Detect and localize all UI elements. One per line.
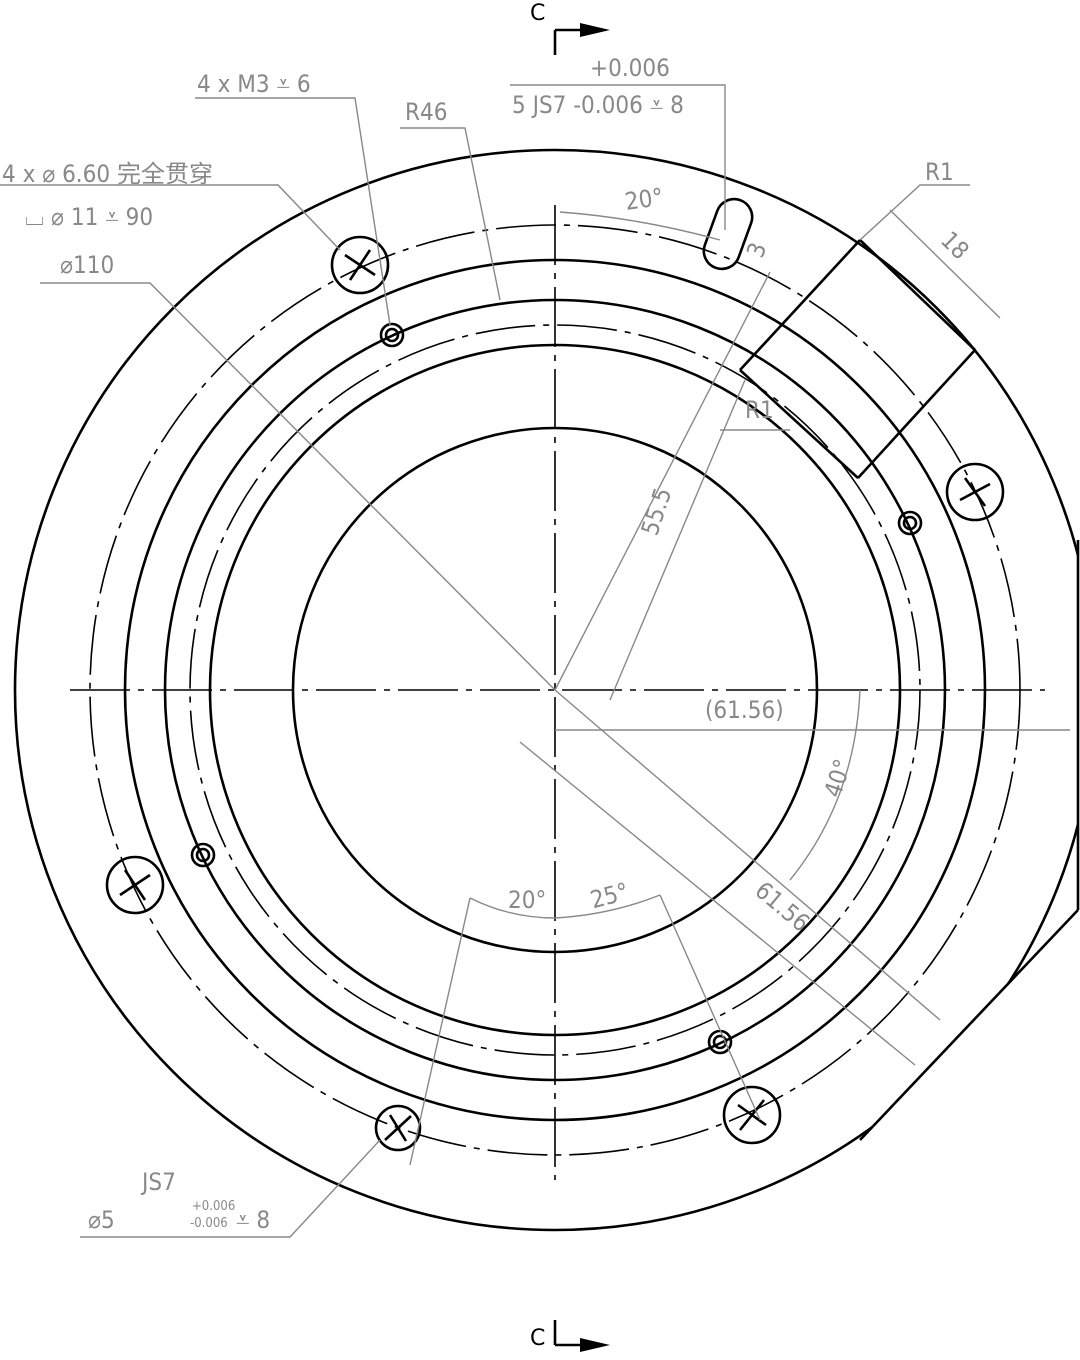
r46-label: R46 xyxy=(405,98,447,126)
through-holes xyxy=(105,235,1005,1152)
pin-tolerance-lower: -0.006 xyxy=(190,1216,228,1231)
section-label-top: C xyxy=(530,1,545,26)
section-mark-bottom: C xyxy=(530,1320,610,1352)
dim-3-label: 3 xyxy=(741,239,772,261)
pin-fit-label: JS7 xyxy=(140,1168,176,1196)
hole xyxy=(945,462,1005,522)
through-hole-callout: 4 x ⌀ 6.60 完全贯穿 xyxy=(2,160,213,188)
counterbore-callout: ⌴ ⌀ 11 ⩡ 90 xyxy=(25,203,153,231)
notch xyxy=(739,239,976,479)
outer-profile xyxy=(13,148,1080,1232)
hole xyxy=(330,235,390,295)
angle-20-bottom-label: 20° xyxy=(508,886,546,914)
dim-61-56-horizontal-label: (61.56) xyxy=(705,696,784,724)
section-label-bottom: C xyxy=(530,1326,545,1351)
m3-thread-callout: 4 x M3 ⩡ 6 xyxy=(197,70,311,98)
r1-inner-label: R1 xyxy=(745,396,774,424)
pin-diameter-label: ⌀5 xyxy=(88,1206,115,1234)
hole xyxy=(722,1085,782,1145)
pin-tolerance-upper: +0.006 xyxy=(192,1199,235,1214)
angle-25-label: 25° xyxy=(587,877,631,914)
slot xyxy=(702,197,754,271)
pin-hole xyxy=(374,1104,422,1152)
hole xyxy=(105,855,165,915)
diameter-110-label: ⌀110 xyxy=(60,251,114,279)
dim-55-5-label: 55.5 xyxy=(636,484,677,538)
slot-tolerance-upper: +0.006 xyxy=(590,54,670,82)
angle-20-top-label: 20° xyxy=(623,183,665,216)
dimension-lines xyxy=(0,84,1070,1238)
r1-top-label: R1 xyxy=(925,158,954,186)
angle-40-label: 40° xyxy=(819,756,857,801)
pin-depth-label: ⩡ 8 xyxy=(236,1206,270,1234)
threaded-holes xyxy=(190,322,923,1055)
section-mark-top: C xyxy=(530,1,610,55)
slot-spec-callout: 5 JS7 -0.006 ⩡ 8 xyxy=(512,91,684,119)
